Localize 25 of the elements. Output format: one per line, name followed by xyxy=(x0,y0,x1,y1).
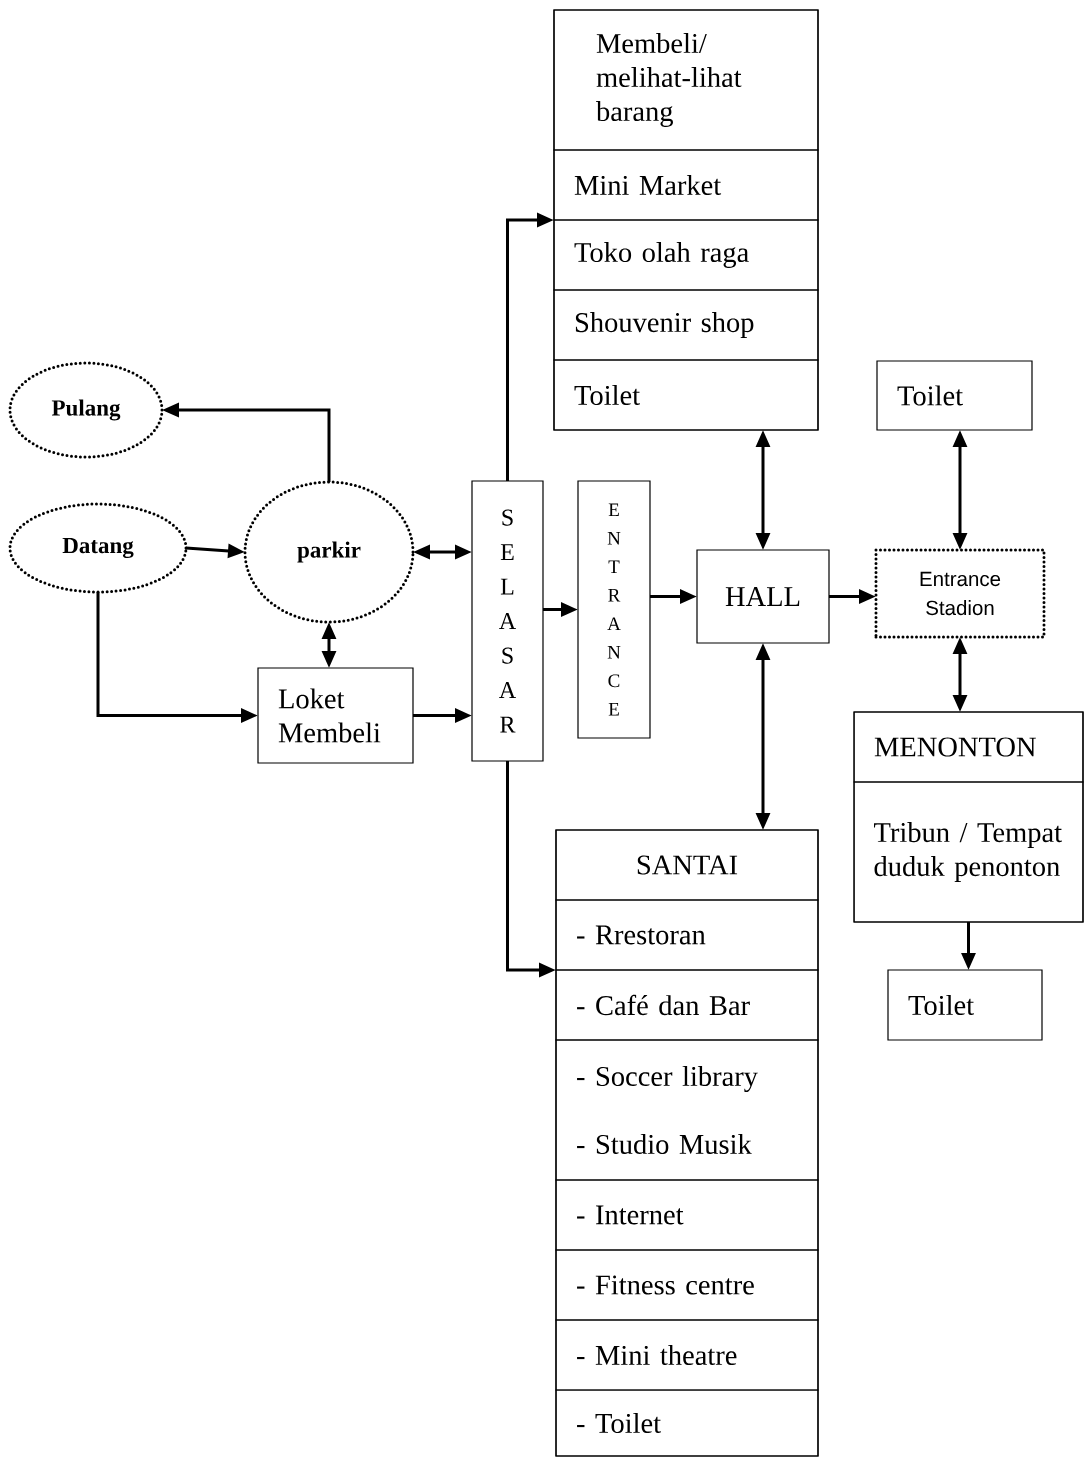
process-box: Entrance Stadion xyxy=(874,548,1046,639)
table-cell: - Café dan Bar xyxy=(555,969,819,1041)
table-cell: Mini Market xyxy=(553,149,819,221)
ellipse-node: parkir xyxy=(243,480,415,624)
table-cell: Membeli/ melihat-lihat barang xyxy=(553,9,819,151)
table-cell: - Fitness centre xyxy=(555,1249,819,1321)
ellipse-node: Pulang xyxy=(8,361,164,459)
table-cell: Toko olah raga xyxy=(553,219,819,291)
table-cell: SANTAI xyxy=(555,829,819,901)
table-cell: - Mini theatre xyxy=(555,1319,819,1391)
table-cell: Toilet xyxy=(887,969,1043,1041)
ellipse-node: Datang xyxy=(8,502,188,594)
table-cell: - Rrestoran xyxy=(555,899,819,971)
table-cell: Loket Membeli xyxy=(257,667,414,764)
table-cell: - Soccer library - Studio Musik xyxy=(555,1039,819,1181)
vertical-text-box: SELASAR xyxy=(471,480,544,762)
process-box: HALL xyxy=(696,549,830,644)
table-cell: - Internet xyxy=(555,1179,819,1251)
table-cell: MENONTON xyxy=(853,711,1084,783)
table-cell: Shouvenir shop xyxy=(553,289,819,361)
table-cell: - Toilet xyxy=(555,1389,819,1457)
vertical-text-box: ENTRANCE xyxy=(577,480,651,739)
table-cell: Tribun / Tempat duduk penonton xyxy=(853,781,1084,923)
table-cell: Toilet xyxy=(876,360,1033,431)
table-cell: Toilet xyxy=(553,359,819,431)
